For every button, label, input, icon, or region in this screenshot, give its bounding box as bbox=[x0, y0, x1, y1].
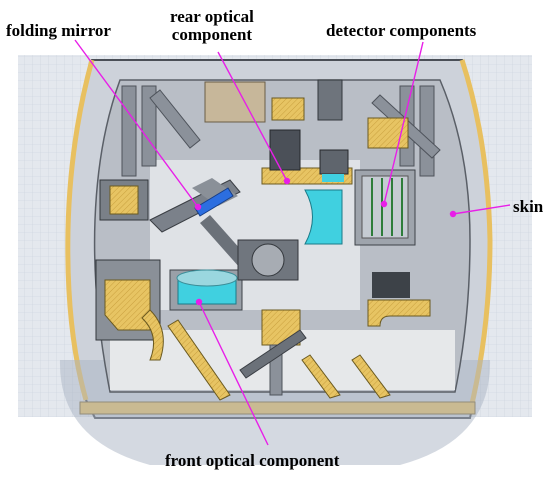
label-rear-line1: rear optical bbox=[170, 7, 254, 26]
leader-front-optical bbox=[198, 301, 269, 446]
skin-left-edge bbox=[65, 59, 95, 401]
label-folding-mirror: folding mirror bbox=[6, 21, 111, 40]
label-front-optical-component: front optical component bbox=[165, 451, 340, 470]
marker-rear-optical bbox=[283, 177, 291, 185]
detector-assembly bbox=[354, 117, 416, 246]
label-detector-components: detector components bbox=[326, 21, 477, 40]
leader-markers bbox=[194, 177, 457, 306]
top-mount-block bbox=[271, 97, 305, 121]
leader-folding-mirror bbox=[74, 39, 199, 208]
leader-lines bbox=[74, 39, 511, 446]
label-skin: skin bbox=[513, 197, 544, 216]
leader-skin bbox=[452, 204, 511, 215]
left-modules bbox=[95, 179, 164, 361]
marker-detector bbox=[380, 200, 388, 208]
top-tan-panel bbox=[204, 81, 266, 123]
front-optical-assembly bbox=[169, 239, 299, 311]
top-cylinder bbox=[317, 79, 343, 121]
leader-detector bbox=[383, 41, 424, 205]
marker-skin bbox=[449, 210, 457, 218]
label-rear-optical-component: rear optical component bbox=[170, 8, 254, 44]
marker-folding-mirror bbox=[194, 203, 202, 211]
right-modules bbox=[367, 272, 431, 327]
marker-front-optical bbox=[195, 298, 203, 306]
leader-rear-optical bbox=[217, 51, 288, 182]
lower-struts bbox=[167, 309, 391, 401]
label-rear-line2: component bbox=[171, 24, 253, 44]
